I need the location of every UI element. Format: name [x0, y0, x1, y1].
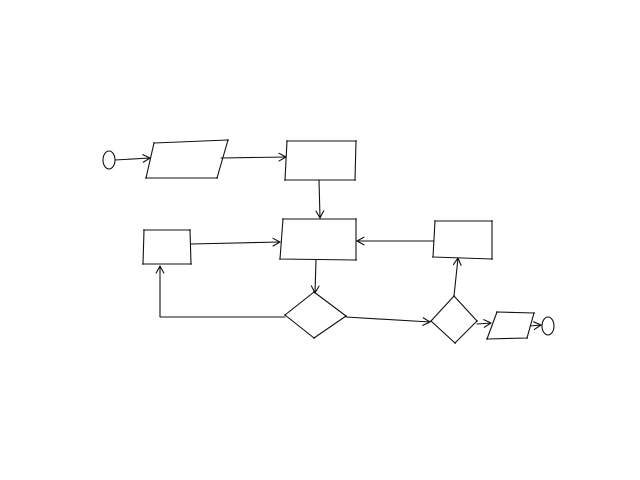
node-input-corner: [145, 177, 147, 179]
node-decision-2-shape: [430, 295, 478, 344]
node-process-1: [284, 140, 357, 181]
node-end: [541, 316, 555, 336]
node-process-left-corner: [189, 229, 191, 231]
node-start-shape: [102, 150, 116, 170]
node-input: [145, 139, 229, 179]
edge-line: [318, 179, 321, 219]
edge-input-to-process-1: [220, 152, 287, 162]
edge-process-main-to-decision-1: [310, 259, 320, 294]
arrowhead: [422, 317, 431, 326]
node-start: [102, 150, 116, 170]
node-output-corner: [496, 311, 498, 313]
edge-process-right-to-process-main: [356, 236, 435, 246]
edge-start-to-input: [114, 154, 151, 163]
node-decision-1-corner: [313, 337, 315, 339]
arrowhead: [356, 236, 365, 246]
edge-line: [476, 322, 492, 325]
node-process-1-corner: [355, 140, 357, 142]
node-process-left-corner: [190, 263, 192, 265]
node-process-right-shape: [432, 220, 493, 260]
node-input-corner: [227, 139, 229, 141]
edge-line: [453, 257, 459, 297]
node-process-left-corner: [143, 229, 145, 231]
node-decision-1-corner: [284, 314, 286, 316]
node-input-corner: [216, 177, 218, 179]
node-decision-2-corner: [476, 320, 478, 322]
node-output-corner: [486, 338, 488, 340]
node-process-1-corner: [354, 179, 356, 181]
arrowhead: [483, 319, 492, 328]
edge-process-left-to-process-main: [190, 237, 281, 247]
arrowhead: [315, 210, 325, 219]
node-output: [486, 311, 535, 340]
edge-line: [345, 316, 431, 323]
node-input-shape: [145, 139, 229, 179]
node-decision-1-corner: [313, 291, 315, 293]
node-output-corner: [533, 312, 535, 314]
node-decision-2-corner: [454, 342, 456, 344]
edge-decision-2-to-process-right: [452, 257, 462, 297]
node-decision-2-corner: [453, 295, 455, 297]
edge-process-1-to-process-main: [315, 179, 325, 219]
node-decision-1-shape: [284, 291, 347, 339]
edge-line: [159, 265, 286, 318]
node-output-corner: [526, 337, 528, 339]
edge-line: [529, 324, 542, 327]
arrowhead: [272, 237, 281, 247]
node-decision-1: [284, 291, 347, 339]
node-decision-2: [430, 295, 478, 344]
node-end-shape: [541, 316, 555, 336]
node-process-right: [432, 220, 493, 260]
node-process-1-corner: [286, 140, 288, 142]
edge-decision-1-to-process-left: [155, 265, 286, 318]
node-process-main: [279, 218, 357, 261]
node-process-left: [142, 229, 192, 265]
node-process-main-corner: [282, 218, 284, 220]
node-process-1-shape: [284, 140, 357, 181]
edge-line: [220, 156, 287, 159]
arrowhead: [533, 321, 542, 331]
arrowhead: [155, 265, 165, 274]
node-decision-2-corner: [430, 320, 432, 322]
nodes-layer: [102, 139, 555, 344]
node-process-main-shape: [279, 218, 357, 261]
edge-line: [190, 241, 281, 245]
edge-output-to-end: [529, 321, 542, 331]
node-process-left-corner: [142, 263, 144, 265]
arrowhead: [142, 154, 151, 163]
edge-decision-1-to-decision-2: [345, 316, 431, 326]
node-process-1-corner: [284, 179, 286, 181]
edge-line: [314, 259, 317, 294]
node-input-corner: [153, 142, 155, 144]
node-process-right-corner: [432, 256, 434, 258]
node-decision-1-corner: [345, 315, 347, 317]
node-process-right-corner: [434, 220, 436, 222]
edge-decision-2-to-output: [476, 319, 492, 328]
node-process-main-corner: [279, 258, 281, 260]
node-process-main-corner: [355, 218, 357, 220]
node-process-main-corner: [355, 259, 357, 261]
node-process-left-shape: [142, 229, 192, 265]
node-output-shape: [486, 311, 535, 340]
edge-line: [114, 157, 151, 161]
node-process-right-corner: [491, 258, 493, 260]
node-process-right-corner: [491, 220, 493, 222]
